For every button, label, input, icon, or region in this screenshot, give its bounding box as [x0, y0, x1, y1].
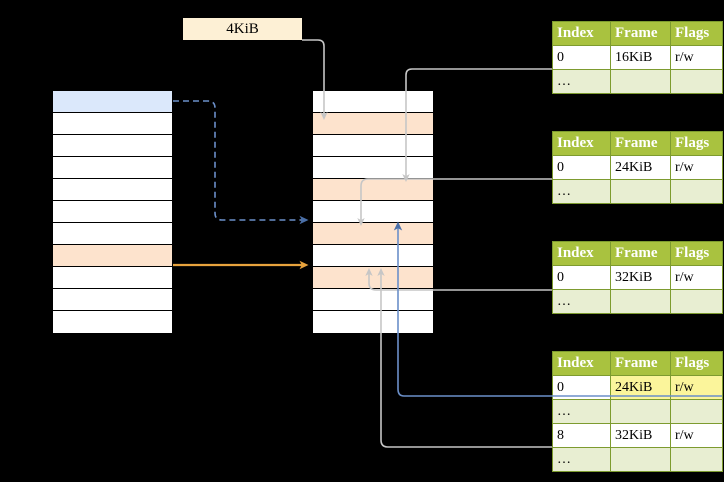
page-table-4-r3-index[interactable]: … [552, 447, 611, 472]
page-table-2-r1-frame[interactable] [610, 179, 671, 204]
page-table-middle-row-8[interactable] [313, 267, 433, 289]
page-table-4-header-index: Index [552, 351, 611, 376]
page-table-4-header-flags: Flags [670, 351, 723, 376]
page-directory-left-row-8[interactable] [53, 267, 172, 289]
page-table-middle-row-9[interactable] [313, 289, 433, 311]
page-table-4-header-frame: Frame [610, 351, 671, 376]
page-table-4-row-3[interactable]: … [552, 447, 723, 472]
page-table-1-header-flags: Flags [670, 21, 723, 46]
page-table-1-r1-flags[interactable] [670, 69, 723, 94]
page-table-3-r1-index[interactable]: … [552, 289, 611, 314]
page-table-1-r0-flags[interactable]: r/w [670, 45, 723, 70]
page-table-2-header-frame: Frame [610, 131, 671, 156]
page-directory-left [52, 90, 173, 333]
page-table-3-r1-frame[interactable] [610, 289, 671, 314]
page-table-4-r0-flags[interactable]: r/w [670, 375, 723, 400]
page-table-2-row-1[interactable]: … [552, 179, 723, 204]
page-table-4-r1-index[interactable]: … [552, 399, 611, 424]
page-table-middle-row-7[interactable] [313, 245, 433, 267]
page-table-2-r0-frame[interactable]: 24KiB [610, 155, 671, 180]
page-directory-left-row-1[interactable] [53, 113, 172, 135]
wire-left-row0-dashed [173, 100, 309, 225]
page-size-label: 4KiB [183, 18, 302, 40]
page-table-1-r0-frame[interactable]: 16KiB [610, 45, 671, 70]
page-directory-left-row-3[interactable] [53, 157, 172, 179]
page-table-3-header-flags: Flags [670, 241, 723, 266]
page-table-1-row-1[interactable]: … [552, 69, 723, 94]
page-table-1-header-frame: Frame [610, 21, 671, 46]
page-table-4-r3-flags[interactable] [670, 447, 723, 472]
page-table-4-r3-frame[interactable] [610, 447, 671, 472]
page-table-4-r1-flags[interactable] [670, 399, 723, 424]
page-table-middle-row-2[interactable] [313, 135, 433, 157]
page-table-3-header-frame: Frame [610, 241, 671, 266]
page-directory-left-row-5[interactable] [53, 201, 172, 223]
page-table-4-r2-flags[interactable]: r/w [670, 423, 723, 448]
page-table-3-r1-flags[interactable] [670, 289, 723, 314]
page-table-2-r0-index[interactable]: 0 [552, 155, 611, 180]
page-directory-left-row-7[interactable] [53, 245, 172, 267]
page-table-2-header-flags: Flags [670, 131, 723, 156]
page-table-3-r0-index[interactable]: 0 [552, 265, 611, 290]
page-table-2-r1-index[interactable]: … [552, 179, 611, 204]
page-table-2-r0-flags[interactable]: r/w [670, 155, 723, 180]
page-table-4-r1-frame[interactable] [610, 399, 671, 424]
page-table-4-r0-index[interactable]: 0 [552, 375, 611, 400]
page-directory-left-row-6[interactable] [53, 223, 172, 245]
page-table-1-r1-frame[interactable] [610, 69, 671, 94]
page-table-middle-row-10[interactable] [313, 311, 433, 333]
page-table-1-r0-index[interactable]: 0 [552, 45, 611, 70]
page-table-2-r1-flags[interactable] [670, 179, 723, 204]
page-table-3-header-index: Index [552, 241, 611, 266]
page-table-4-r0-frame[interactable]: 24KiB [610, 375, 671, 400]
page-table-4-r2-index[interactable]: 8 [552, 423, 611, 448]
page-directory-left-row-10[interactable] [53, 311, 172, 333]
page-table-1-r1-index[interactable]: … [552, 69, 611, 94]
page-table-middle-row-3[interactable] [313, 157, 433, 179]
page-directory-left-row-9[interactable] [53, 289, 172, 311]
page-table-2-header-index: Index [552, 131, 611, 156]
page-table-3-r0-flags[interactable]: r/w [670, 265, 723, 290]
page-table-middle-row-5[interactable] [313, 201, 433, 223]
page-table-middle-row-6[interactable] [313, 223, 433, 245]
page-table-3-row-1[interactable]: … [552, 289, 723, 314]
page-table-middle-row-0[interactable] [313, 91, 433, 113]
page-table-1-header-index: Index [552, 21, 611, 46]
page-directory-left-row-4[interactable] [53, 179, 172, 201]
page-table-4-r2-frame[interactable]: 32KiB [610, 423, 671, 448]
page-table-middle [312, 90, 434, 333]
page-table-middle-row-4[interactable] [313, 179, 433, 201]
page-directory-left-row-2[interactable] [53, 135, 172, 157]
page-table-4-row-1[interactable]: … [552, 399, 723, 424]
page-directory-left-row-0[interactable] [53, 91, 172, 113]
page-table-middle-row-1[interactable] [313, 113, 433, 135]
page-table-3-r0-frame[interactable]: 32KiB [610, 265, 671, 290]
